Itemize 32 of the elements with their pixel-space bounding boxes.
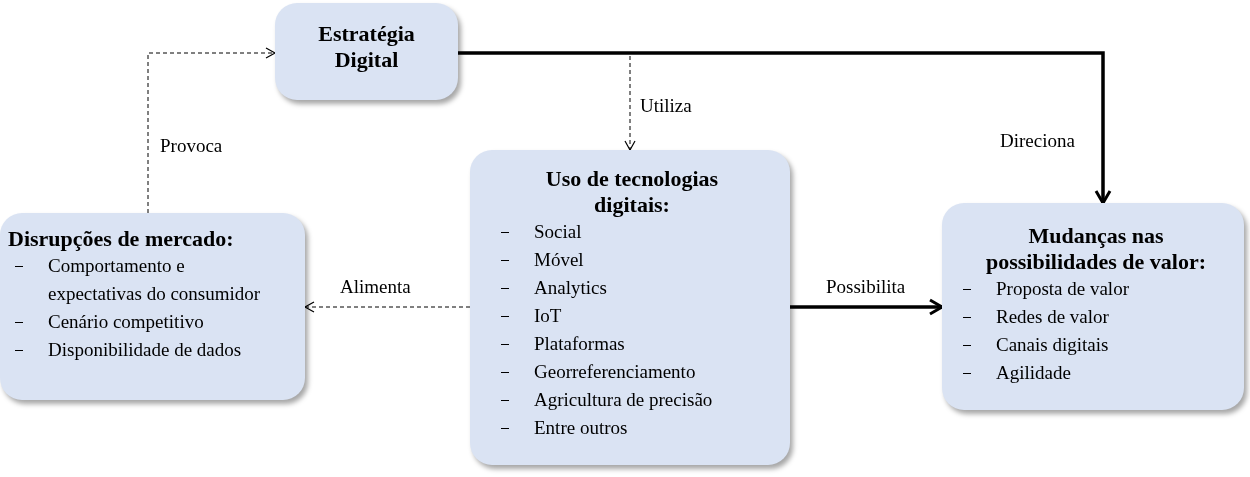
rounded-box	[942, 203, 1244, 410]
edge-label: Alimenta	[340, 276, 411, 298]
edge-label: Direciona	[1000, 130, 1075, 152]
list-item: Móvel	[534, 248, 584, 272]
arrow	[458, 51, 1112, 205]
list-item: Georreferenciamento	[534, 360, 696, 384]
edge-label: Provoca	[160, 135, 223, 157]
box-heading: Disrupções de mercado:	[8, 226, 235, 252]
rounded-box	[0, 213, 305, 400]
box-heading: Estratégia Digital	[317, 21, 416, 73]
list-item: Plataformas	[534, 332, 625, 356]
list-item: Agilidade	[996, 361, 1071, 385]
list-item: Canais digitais	[996, 333, 1109, 357]
list-item: Entre outros	[534, 416, 628, 440]
edge-label: Possibilita	[826, 276, 906, 298]
list-item: Redes de valor	[996, 305, 1109, 329]
box-heading: Uso de tecnologias digitais:	[544, 166, 720, 218]
list-item: Cenário competitivo	[48, 310, 204, 334]
list-item: IoT	[534, 304, 562, 328]
arrow	[304, 301, 471, 313]
box-heading: Mudanças nas possibilidades de valor:	[984, 223, 1207, 275]
arrow	[790, 298, 944, 316]
list-item: Proposta de valor	[996, 277, 1129, 301]
edge-label: Utiliza	[640, 95, 692, 117]
list-item: Comportamento e expectativas do consumidor	[48, 254, 262, 306]
rounded-box	[470, 150, 790, 465]
list-item: Social	[534, 220, 582, 244]
arrow	[147, 47, 276, 214]
rounded-box	[275, 3, 458, 100]
list-item: Disponibilidade de dados	[48, 338, 242, 362]
list-item: Analytics	[534, 276, 607, 300]
list-item: Agricultura de precisão	[534, 388, 713, 412]
